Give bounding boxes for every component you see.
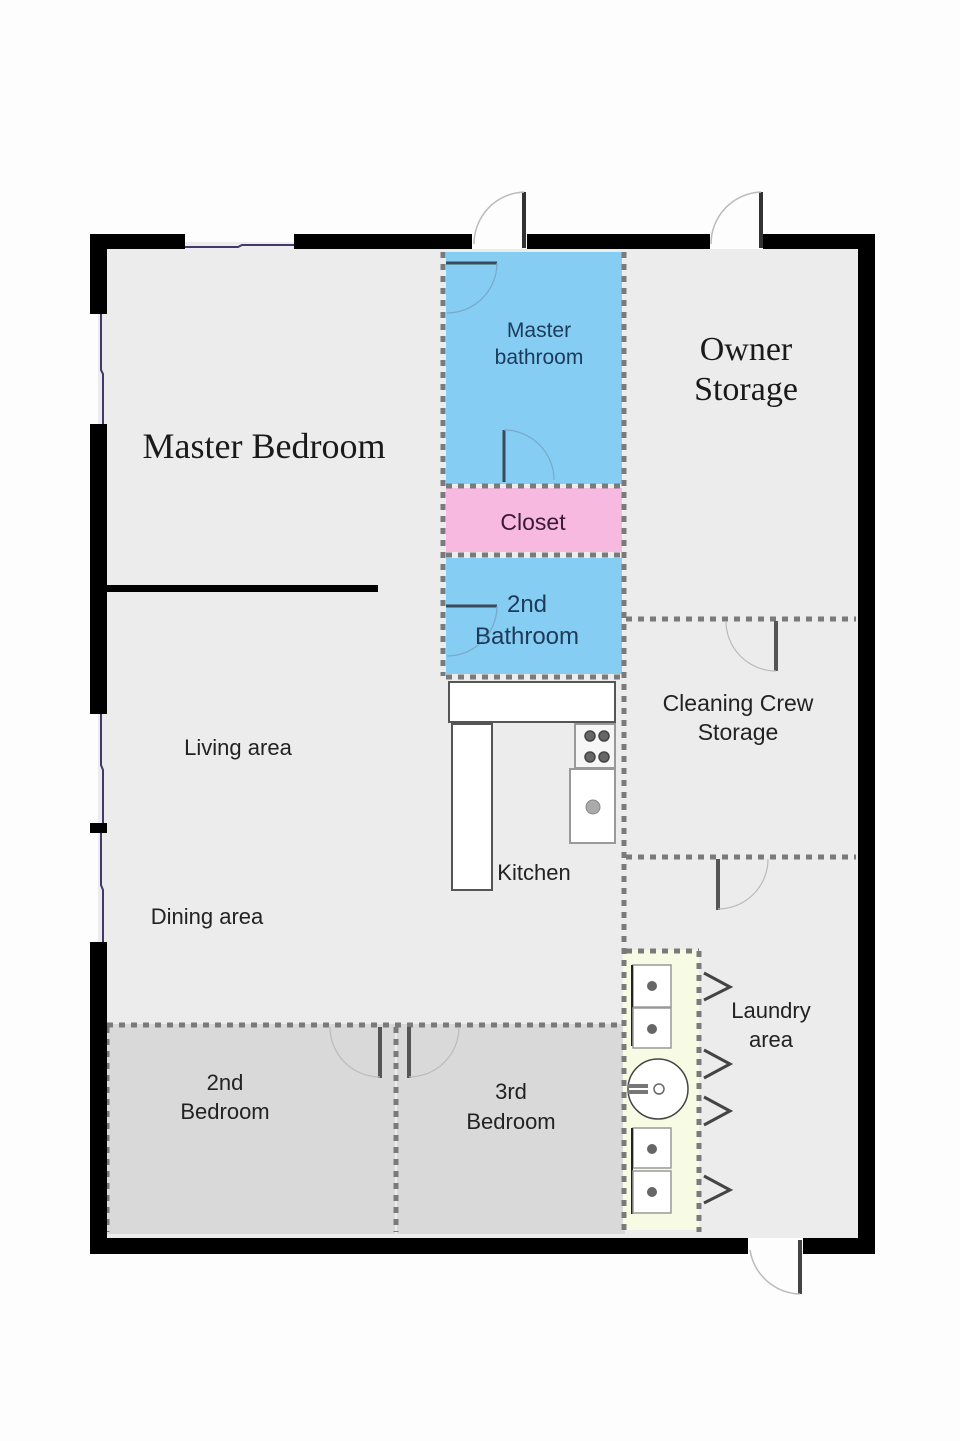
- second-bedroom-label-2: Bedroom: [180, 1099, 269, 1124]
- second-bedroom-label-1: 2nd: [207, 1070, 244, 1095]
- exterior-door-master-bath[interactable]: [472, 191, 527, 249]
- second-bathroom: [446, 558, 622, 674]
- third-bedroom-label-2: Bedroom: [466, 1109, 555, 1134]
- laundry-appliances: [627, 964, 689, 1214]
- washer-icon: [631, 964, 672, 1046]
- closet: [446, 488, 622, 552]
- master-bathroom-label-1: Master: [507, 319, 571, 342]
- cleaning-storage-label-2: Storage: [698, 719, 779, 745]
- laundry-sink-icon: [627, 1058, 689, 1120]
- kitchen-label: Kitchen: [497, 860, 570, 885]
- closet-label: Closet: [500, 509, 566, 535]
- dining-area-label: Dining area: [151, 904, 264, 929]
- master-bathroom: [446, 252, 622, 484]
- interior-wall: [107, 585, 378, 592]
- laundry-label-1: Laundry: [731, 998, 811, 1023]
- master-bedroom-label: Master Bedroom: [143, 426, 386, 466]
- second-bedroom-floor: [107, 1024, 395, 1234]
- master-bathroom-label-2: bathroom: [495, 346, 584, 369]
- exterior-door-laundry[interactable]: [748, 1238, 803, 1295]
- stove-icon: [584, 730, 610, 763]
- laundry-label-2: area: [749, 1027, 794, 1052]
- third-bedroom-label-1: 3rd: [495, 1079, 527, 1104]
- second-bathroom-label-1: 2nd: [507, 591, 547, 618]
- owner-storage-label-2: Storage: [694, 371, 798, 408]
- interior-doors[interactable]: [329, 261, 778, 1078]
- clothes-rack-icons: [703, 971, 734, 1205]
- cleaning-storage-label-1: Cleaning Crew: [663, 690, 814, 716]
- owner-storage-label-1: Owner: [700, 331, 793, 368]
- windows: [100, 244, 294, 942]
- exterior-door-owner-storage[interactable]: [710, 191, 763, 249]
- third-bedroom-floor: [397, 1024, 625, 1234]
- dryer-icon: [632, 1170, 672, 1214]
- kitchen-counters: [448, 681, 616, 891]
- living-area-label: Living area: [184, 735, 292, 760]
- washer-icon: [631, 1127, 672, 1214]
- second-bathroom-label-2: Bathroom: [475, 623, 579, 650]
- kitchen-sink-icon: [585, 799, 601, 815]
- exterior-walls: [90, 234, 875, 1254]
- dryer-icon: [632, 1007, 672, 1049]
